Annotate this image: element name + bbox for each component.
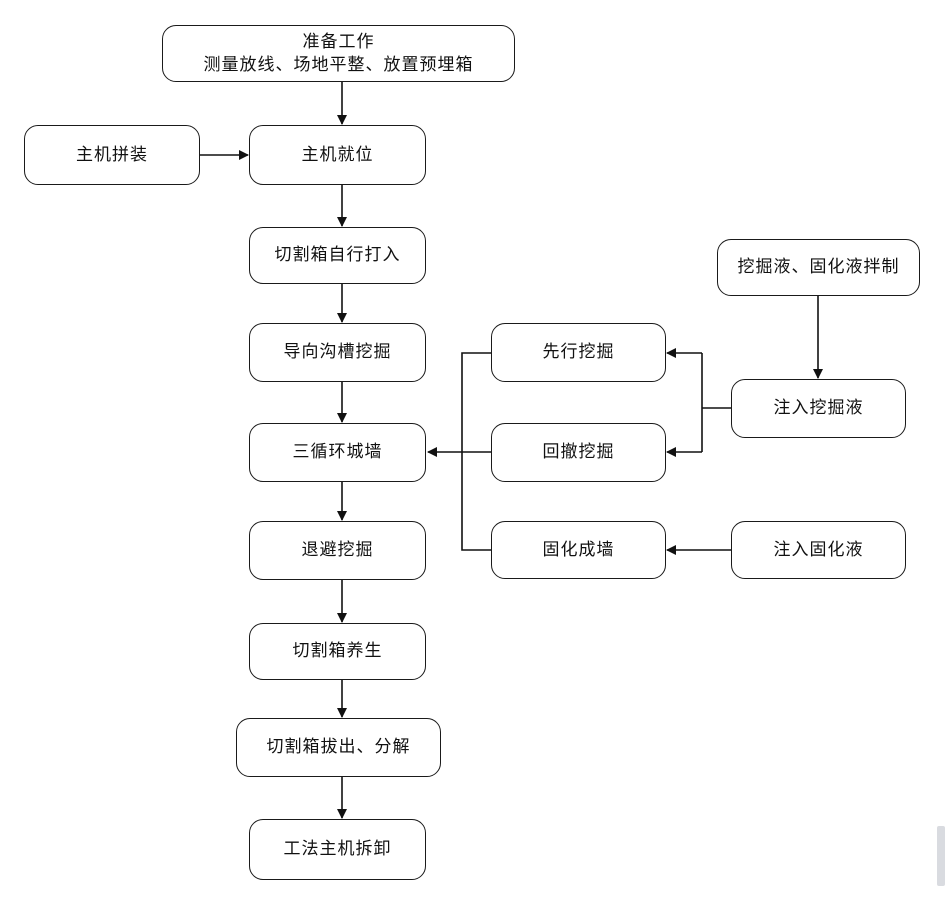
node-dismantle-label: 工法主机拆卸 xyxy=(283,839,392,860)
node-solidify: 固化成墙 xyxy=(491,521,666,579)
node-prep-title: 准备工作 xyxy=(302,31,375,52)
node-back-dig-label: 回撤挖掘 xyxy=(542,442,615,463)
node-three-cycle-label: 三循环城墙 xyxy=(292,442,383,463)
node-inject-dig: 注入挖掘液 xyxy=(731,379,906,438)
node-prior-dig: 先行挖掘 xyxy=(491,323,666,382)
watermark-fragment xyxy=(937,826,945,886)
node-dismantle: 工法主机拆卸 xyxy=(249,819,426,880)
node-mix: 挖掘液、固化液拌制 xyxy=(717,239,920,296)
node-inject-solid: 注入固化液 xyxy=(731,521,906,579)
node-cure-box-label: 切割箱养生 xyxy=(292,641,383,662)
node-position: 主机就位 xyxy=(249,125,426,185)
node-solidify-label: 固化成墙 xyxy=(542,539,615,560)
node-guide-trench-label: 导向沟槽挖掘 xyxy=(283,342,392,363)
node-prep-detail: 测量放线、场地平整、放置预埋箱 xyxy=(203,54,474,75)
node-inject-solid-label: 注入固化液 xyxy=(773,539,864,560)
node-back-dig: 回撤挖掘 xyxy=(491,423,666,482)
node-assemble-label: 主机拼装 xyxy=(76,144,148,165)
node-three-cycle: 三循环城墙 xyxy=(249,423,426,482)
node-prep: 准备工作 测量放线、场地平整、放置预埋箱 xyxy=(162,25,515,82)
node-retreat-label: 退避挖掘 xyxy=(301,540,374,561)
node-position-label: 主机就位 xyxy=(301,144,374,165)
node-self-drive: 切割箱自行打入 xyxy=(249,227,426,284)
node-prior-dig-label: 先行挖掘 xyxy=(542,342,615,363)
node-guide-trench: 导向沟槽挖掘 xyxy=(249,323,426,382)
node-extract-label: 切割箱拔出、分解 xyxy=(266,737,411,758)
node-mix-label: 挖掘液、固化液拌制 xyxy=(737,257,900,278)
node-self-drive-label: 切割箱自行打入 xyxy=(274,245,401,266)
node-inject-dig-label: 注入挖掘液 xyxy=(773,398,864,419)
node-retreat: 退避挖掘 xyxy=(249,521,426,580)
node-extract: 切割箱拔出、分解 xyxy=(236,718,441,777)
node-assemble: 主机拼装 xyxy=(24,125,200,185)
node-cure-box: 切割箱养生 xyxy=(249,623,426,680)
